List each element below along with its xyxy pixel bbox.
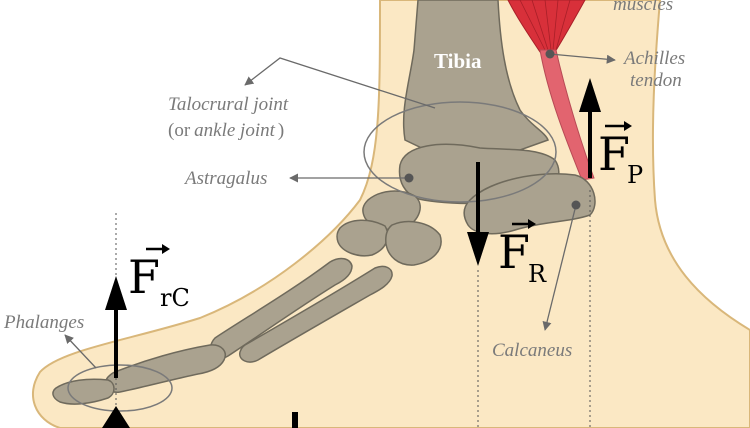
fr-symbol: F xyxy=(498,225,530,279)
talocrural-label-line1: Talocrural joint xyxy=(168,94,289,115)
calcaneus-label: Calcaneus xyxy=(492,340,572,361)
fp-subscript: P xyxy=(627,161,643,189)
calcaneus-point xyxy=(572,201,581,210)
tibia-label: Tibia xyxy=(434,49,482,73)
cuneiform-bone xyxy=(337,220,388,256)
cut-off-glyph xyxy=(292,412,298,428)
fr-subscript: R xyxy=(528,260,547,288)
frc-symbol: F xyxy=(128,250,160,304)
achilles-label-line1: Achilles xyxy=(622,48,685,69)
astragalus-point xyxy=(405,174,414,183)
force-label-frc: F rC xyxy=(128,244,190,312)
muscles-label: muscles xyxy=(613,0,673,15)
fp-symbol: F xyxy=(598,127,630,181)
astragalus-label: Astragalus xyxy=(183,168,267,189)
achilles-label-line2: tendon xyxy=(630,70,682,91)
frc-subscript: rC xyxy=(160,284,190,312)
phalanges-label: Phalanges xyxy=(3,312,84,333)
achilles-point xyxy=(546,50,555,59)
